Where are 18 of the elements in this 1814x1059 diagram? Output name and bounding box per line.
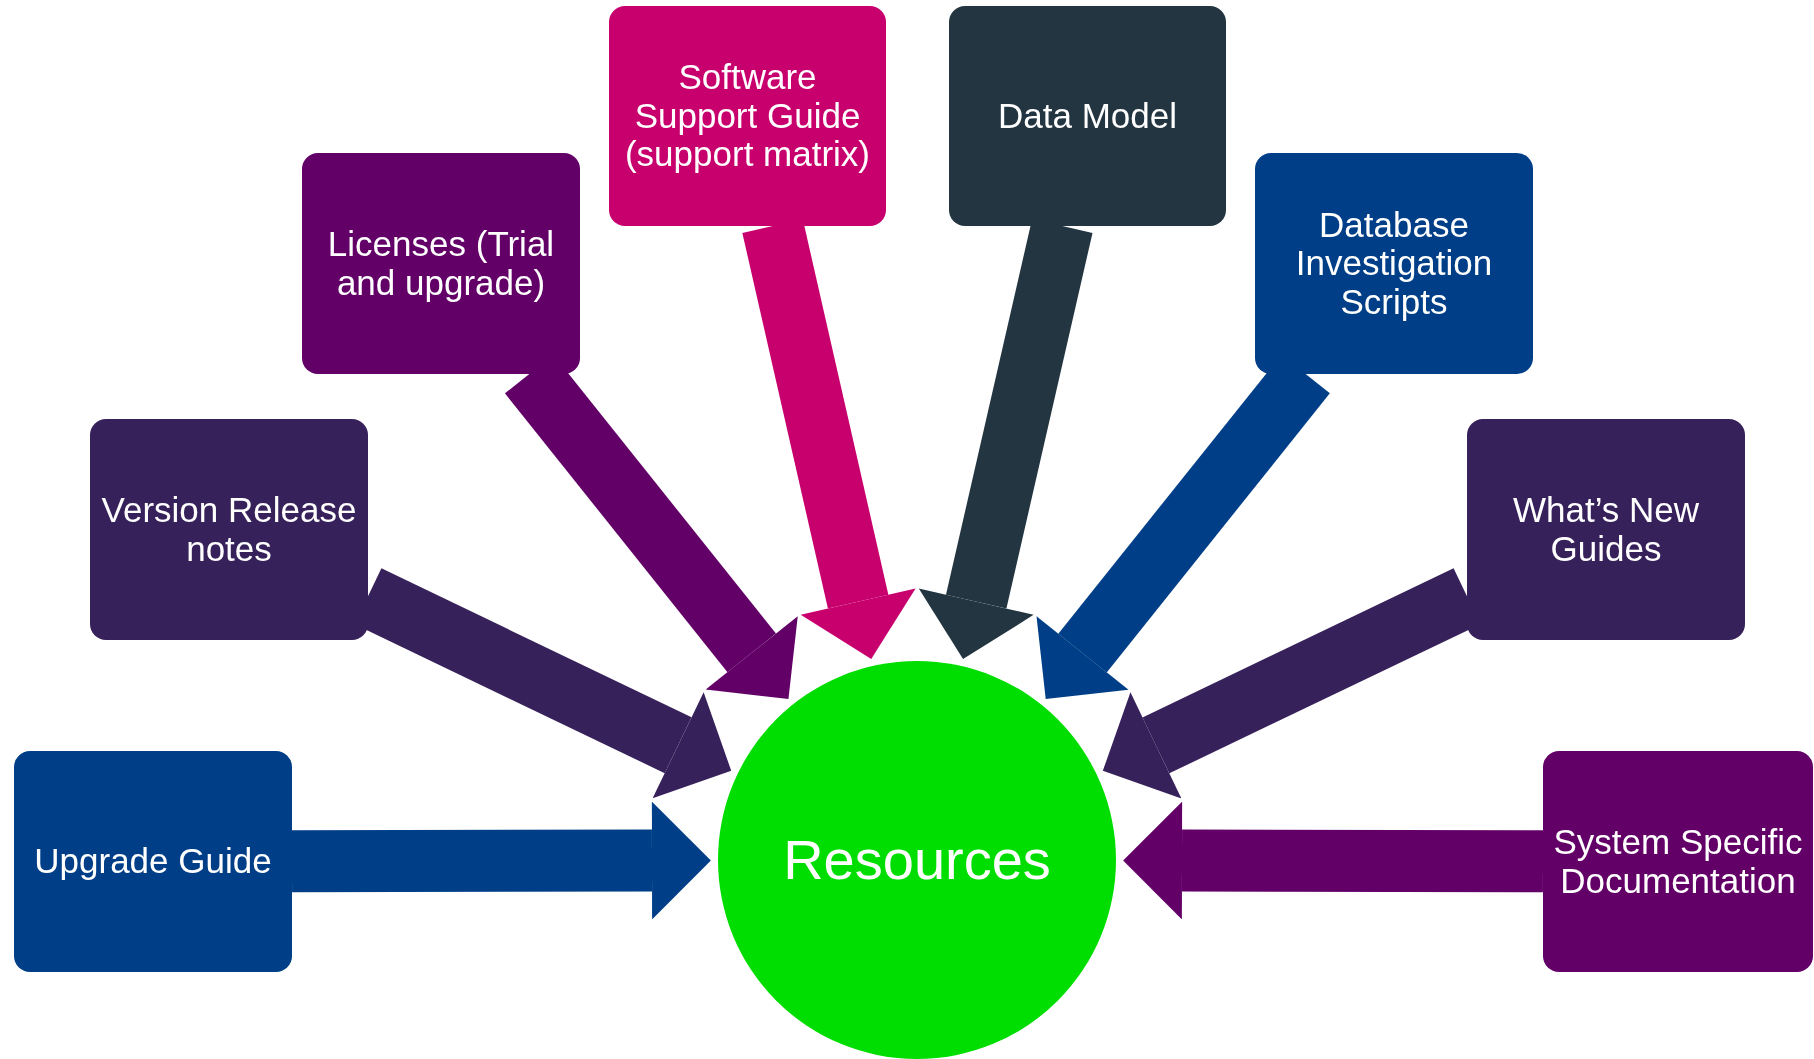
topic-box	[609, 6, 886, 226]
topic-label: What’s New Guides	[1511, 491, 1701, 568]
topic-label: Database Investigation Scripts	[1294, 205, 1494, 322]
topic-label: Software Support Guide (support matrix)	[623, 58, 872, 174]
topic-box	[949, 6, 1226, 226]
topic-label: Data Model	[998, 96, 1177, 136]
topic-label: Version Release notes	[100, 491, 358, 568]
topic-box	[14, 751, 292, 972]
topic-box	[1255, 153, 1533, 374]
topic-label: Licenses (Trial and upgrade)	[326, 225, 556, 302]
topic-label: Upgrade Guide	[34, 842, 272, 881]
block-arrow	[291, 801, 711, 920]
hub-label: Resources	[783, 829, 1051, 891]
topic-box	[302, 153, 580, 374]
topic-box	[1543, 751, 1813, 972]
topic-box	[90, 419, 368, 640]
topic-label: System Specific Documentation	[1553, 823, 1803, 900]
topic-box	[1467, 419, 1745, 640]
